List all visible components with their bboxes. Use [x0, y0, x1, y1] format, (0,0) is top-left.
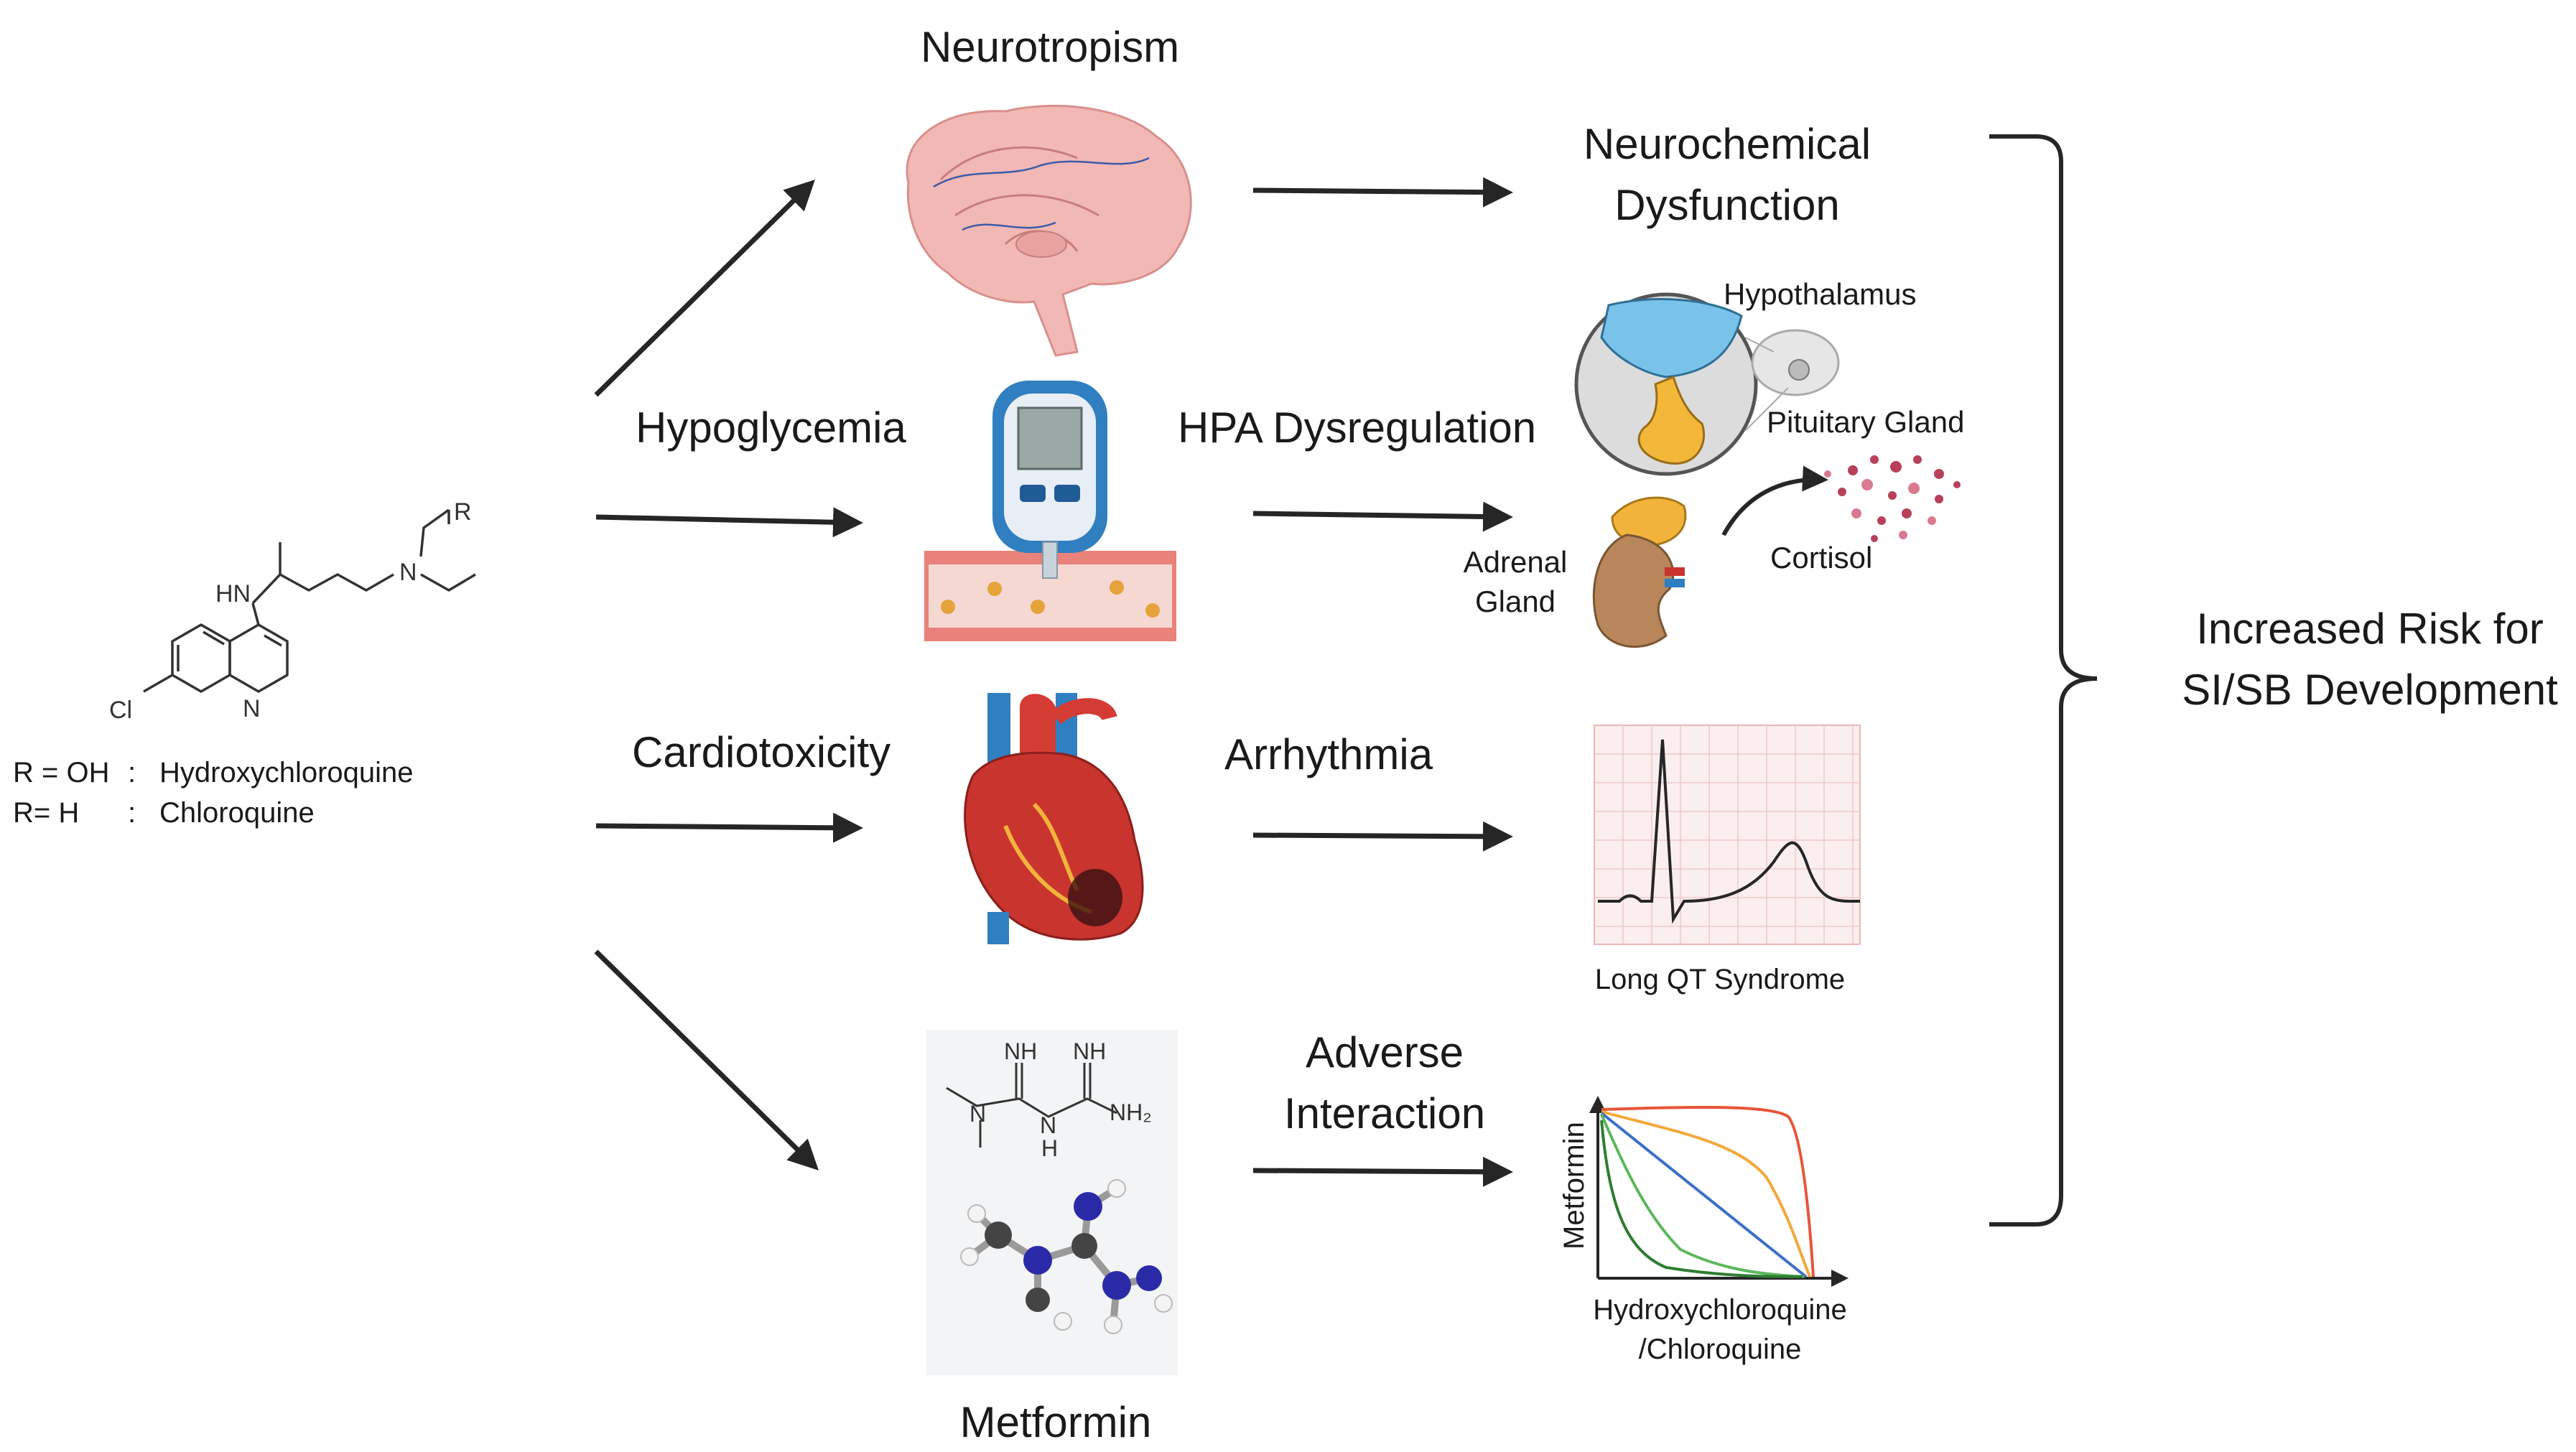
interaction-plot — [1589, 1096, 1849, 1287]
plot-xlabel-line2: /Chloroquine — [1638, 1334, 1802, 1365]
legend-r-oh: R = OH — [13, 757, 110, 788]
label-cortisol: Cortisol — [1770, 541, 1873, 574]
metformin-nh2: NH₂ — [1110, 1099, 1152, 1125]
cortisol-dots — [1824, 455, 1961, 542]
arrows-mid — [1252, 177, 1513, 1187]
label-pituitary-gland: Pituitary Gland — [1767, 405, 1965, 439]
drug-structure — [143, 508, 476, 693]
label-long-qt-syndrome: Long QT Syndrome — [1594, 964, 1846, 995]
arrow-to-cardiotoxicity — [595, 812, 863, 843]
metformin-nh-left: NH — [1004, 1038, 1037, 1064]
metformin-n-mid: N — [1040, 1112, 1056, 1138]
arrow-to-hypoglycemia — [595, 507, 863, 538]
curve-orange — [1601, 1110, 1811, 1278]
label-neurotropism: Neurotropism — [920, 23, 1180, 71]
label-cardiotoxicity: Cardiotoxicity — [632, 728, 891, 776]
curve-red — [1601, 1106, 1815, 1278]
label-hypoglycemia: Hypoglycemia — [636, 404, 906, 452]
atom-n-amine: N — [399, 559, 417, 586]
legend-hydroxychloroquine: Hydroxychloroquine — [159, 757, 414, 788]
arrow-to-metformin — [594, 949, 819, 1171]
glucose-meter-illustration — [924, 381, 1176, 641]
legend-r-h: R= H — [13, 797, 80, 829]
adrenal-gland-illustration — [1592, 465, 1828, 648]
plot-ylabel: Metformin — [1558, 1122, 1590, 1249]
label-adverse-line1: Adverse — [1305, 1028, 1464, 1076]
label-arrhythmia: Arrhythmia — [1224, 730, 1433, 778]
label-hypothalamus: Hypothalamus — [1724, 277, 1917, 311]
legend-sep-1: : — [128, 757, 136, 788]
label-adrenal-line2: Gland — [1474, 585, 1556, 618]
arrow-to-neurochemical — [1252, 177, 1513, 208]
arrow-to-arrhythmia — [1252, 821, 1513, 852]
atom-hn: HN — [215, 580, 251, 608]
atom-r: R — [454, 498, 472, 526]
atom-cl: Cl — [109, 697, 132, 724]
curve-green — [1600, 1114, 1805, 1278]
brain-illustration — [906, 104, 1192, 357]
metformin-n-left: N — [970, 1101, 986, 1127]
ecg-chart — [1594, 725, 1861, 945]
arrow-to-interaction — [1252, 1156, 1513, 1187]
metformin-nh-right: NH — [1073, 1038, 1106, 1064]
label-neurochemical-line2: Dysfunction — [1614, 181, 1840, 229]
legend-sep-2: : — [128, 797, 136, 829]
arrow-to-hpa — [1252, 501, 1513, 532]
label-hpa-dysregulation: HPA Dysregulation — [1178, 404, 1537, 452]
legend-chloroquine: Chloroquine — [159, 797, 315, 829]
label-adverse-line2: Interaction — [1283, 1089, 1486, 1137]
metformin-panel — [926, 1030, 1178, 1375]
label-outcome-line2: SI/SB Development — [2182, 666, 2558, 714]
label-neurochemical-line1: Neurochemical — [1583, 120, 1871, 168]
atom-n-ring: N — [243, 695, 261, 722]
label-outcome-line1: Increased Risk for — [2196, 605, 2544, 653]
plot-xlabel-line1: Hydroxychloroquine — [1593, 1294, 1847, 1326]
label-adrenal-line1: Adrenal — [1463, 545, 1568, 579]
metformin-h-mid: H — [1041, 1135, 1058, 1161]
arrows-from-drug — [594, 180, 863, 1171]
curve-blue — [1600, 1112, 1808, 1278]
hypothalamus-pituitary-illustration — [1574, 292, 1840, 476]
arrow-to-neurotropism — [594, 180, 815, 397]
curve-dark-green — [1600, 1120, 1803, 1278]
label-metformin: Metformin — [959, 1398, 1152, 1446]
outcome-brace — [1989, 134, 2098, 1227]
heart-illustration — [964, 693, 1144, 944]
